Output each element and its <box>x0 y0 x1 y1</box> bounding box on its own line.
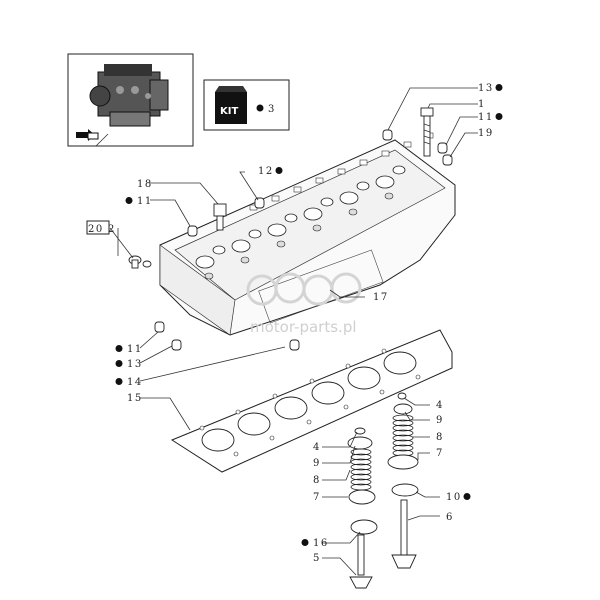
callout-c8b: 8 <box>313 475 321 486</box>
cylinder-head <box>159 132 456 336</box>
kit-label: KIT <box>220 106 238 117</box>
callout-c9a: 9 <box>436 415 444 426</box>
callout-dot <box>125 197 133 204</box>
callout-dot <box>115 378 123 385</box>
callout-dot <box>275 167 283 174</box>
callout-c10: 10 <box>446 492 462 503</box>
callout-dot <box>301 539 309 546</box>
kit-ref: 3 <box>268 104 276 115</box>
callout-c8a: 8 <box>436 432 444 443</box>
spring-seat-left <box>348 489 376 505</box>
callout-c7a: 7 <box>436 448 444 459</box>
valve-assembly-left <box>347 427 378 589</box>
callout-c4a: 4 <box>436 400 444 411</box>
watermark: motor-parts.pl <box>246 272 362 336</box>
callout-c14: 14 <box>127 377 143 388</box>
plug-2 <box>128 255 152 269</box>
callout-c1: 1 <box>478 99 486 110</box>
valve-assembly-right <box>387 392 419 569</box>
valve-head-left <box>349 576 373 589</box>
head-bolt <box>420 107 434 157</box>
dowel-13b <box>171 339 182 351</box>
valve-head-right <box>391 554 417 569</box>
callout-c13b: 13 <box>127 359 143 370</box>
spring-retainer-right <box>393 403 413 415</box>
callout-c7b: 7 <box>313 492 321 503</box>
kit-box: KIT 3 <box>203 79 290 131</box>
valve-seal-right <box>391 483 419 497</box>
valve-bores <box>195 165 406 280</box>
valve-stem-right <box>400 499 408 556</box>
watermark-text: motor-parts.pl <box>250 318 357 336</box>
dowel-11b <box>187 225 198 237</box>
gasket-bores <box>199 348 421 457</box>
callout-dot <box>495 113 503 120</box>
callout-c11b: 11 <box>137 196 153 207</box>
callout-dot <box>115 360 123 367</box>
callout-dot <box>115 345 123 352</box>
callout-c2: 2 <box>108 224 116 235</box>
dowel-13a <box>382 129 393 141</box>
callout-c9b: 9 <box>313 458 321 469</box>
spring-seat-right <box>387 454 419 470</box>
valve-keeper-left <box>354 427 366 435</box>
valve-seal-left <box>350 519 378 535</box>
dowel-11a <box>437 142 448 154</box>
callout-c11c: 11 <box>127 344 143 355</box>
callout-c12: 12 <box>258 166 274 177</box>
dowel-11c <box>154 321 165 333</box>
dowel-19 <box>442 154 453 166</box>
dowel-14 <box>289 339 300 351</box>
valve-spring-right <box>392 414 414 457</box>
callout-c17: 17 <box>373 292 389 303</box>
callout-c16: 16 <box>313 538 329 549</box>
callout-c19: 19 <box>478 128 494 139</box>
callout-dot <box>495 84 503 91</box>
head-gasket <box>170 329 453 473</box>
kit-dot <box>256 104 264 112</box>
dowel-12 <box>254 197 265 209</box>
callout-dot <box>463 493 471 500</box>
valve-keeper-right <box>397 392 407 400</box>
bracket-20 <box>86 220 110 235</box>
sensor-18 <box>213 203 227 231</box>
callout-c5: 5 <box>313 553 321 564</box>
valve-spring-left <box>350 448 372 491</box>
callout-c13a: 13 <box>478 83 494 94</box>
callout-c18: 18 <box>137 179 153 190</box>
page-arrow-icon <box>76 129 99 141</box>
kit-icon: KIT <box>215 86 247 124</box>
callout-c6: 6 <box>446 512 454 523</box>
callout-c20: 20 <box>88 224 104 235</box>
valve-stem-left <box>357 534 365 576</box>
callout-c11a: 11 <box>478 112 494 123</box>
leader-lines <box>109 87 478 576</box>
callout-c4b: 4 <box>313 442 321 453</box>
engine-icon <box>89 64 169 127</box>
callout-c15: 15 <box>127 393 143 404</box>
engine-thumbnail <box>67 53 194 147</box>
